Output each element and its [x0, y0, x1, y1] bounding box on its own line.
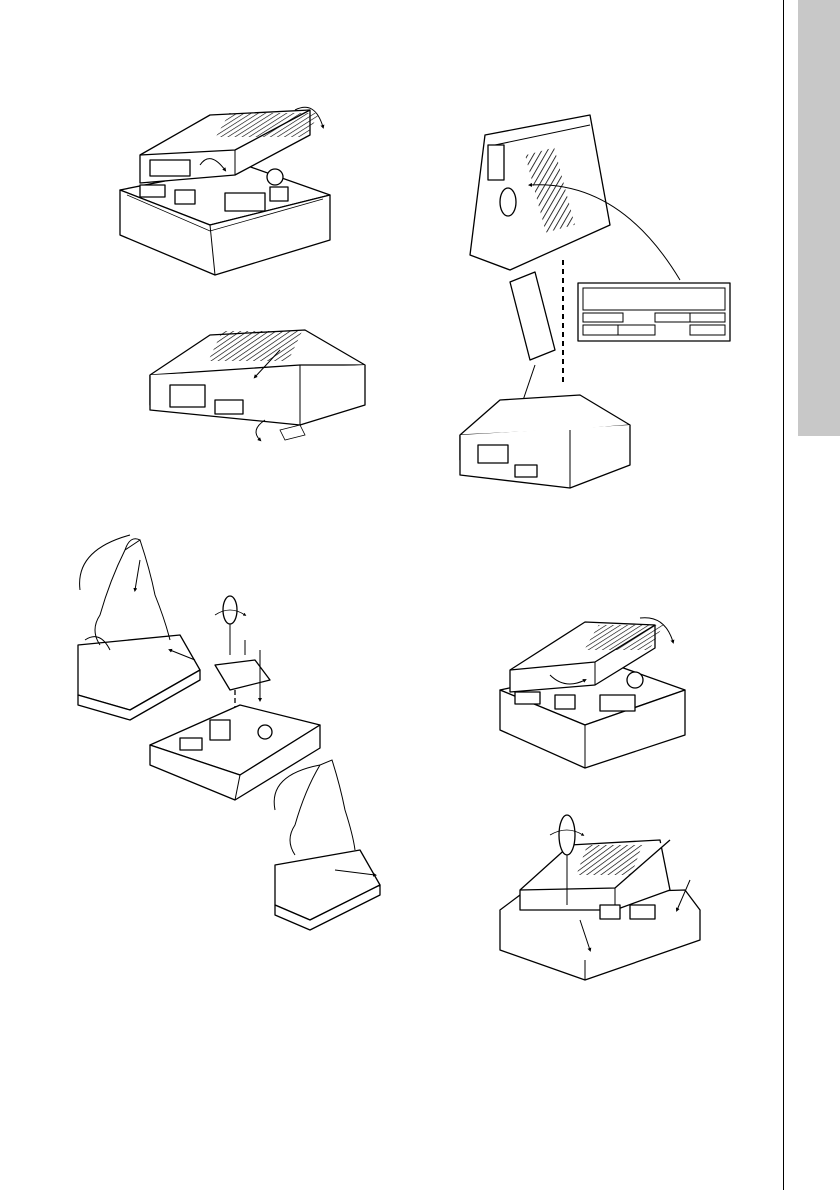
fig-label-placement [450, 110, 740, 500]
screw-tighten-icon [495, 810, 710, 990]
fig-open-cover [115, 95, 335, 285]
label-placement-icon [450, 110, 740, 500]
board-insertion-icon [70, 520, 390, 940]
fig-screw-tighten [495, 810, 710, 990]
chapter-side-tab [798, 0, 840, 436]
fig-close-cover [140, 325, 380, 455]
module-cover-press-icon [140, 325, 380, 455]
page-margin-line [783, 0, 784, 1190]
fig-fold-down [495, 600, 715, 780]
module-cover-lift-icon [115, 95, 335, 285]
fig-insert-board [70, 520, 390, 940]
module-fold-down-icon [495, 600, 715, 780]
